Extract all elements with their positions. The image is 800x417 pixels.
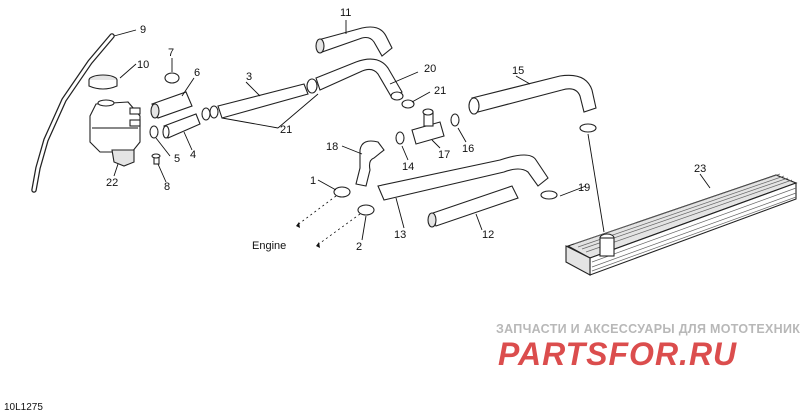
diagram-code: 10L1275 xyxy=(4,402,43,413)
engine-label: Engine xyxy=(252,240,286,252)
label-20: 20 xyxy=(424,63,436,75)
label-15: 15 xyxy=(512,65,524,77)
watermark-caption: ЗАПЧАСТИ И АКСЕССУАРЫ ДЛЯ МОТОТЕХНИКИ xyxy=(496,322,800,336)
label-8: 8 xyxy=(164,181,170,193)
part-4-short-hose xyxy=(163,113,201,139)
label-13: 13 xyxy=(394,229,406,241)
part-16-clamp xyxy=(450,113,460,127)
part-7-clamp xyxy=(164,72,180,84)
engine-connection-line-1 xyxy=(295,195,337,227)
label-11: 11 xyxy=(340,7,351,19)
part-5-clamp xyxy=(149,125,159,139)
label-14: 14 xyxy=(402,161,414,173)
part-15-hose xyxy=(471,74,597,113)
label-21-right: 21 xyxy=(434,85,446,97)
label-2: 2 xyxy=(356,241,362,253)
part-8-screw xyxy=(151,153,161,165)
part-2-clamp xyxy=(357,204,375,216)
label-21-left: 21 xyxy=(280,124,292,136)
label-9: 9 xyxy=(140,24,146,36)
label-23: 23 xyxy=(694,163,706,175)
part-19-clamp-upper xyxy=(579,123,597,133)
label-5: 5 xyxy=(174,153,180,165)
watermark-logo: PARTSFOR.RU xyxy=(498,336,738,372)
label-10: 10 xyxy=(137,59,149,71)
part-11-upper-hose xyxy=(317,26,393,57)
label-16: 16 xyxy=(462,143,474,155)
part-1-clamp xyxy=(333,186,351,198)
label-18: 18 xyxy=(326,141,338,153)
label-6: 6 xyxy=(194,67,200,79)
part-22-coolant-reservoir xyxy=(89,101,141,167)
part-21-clamp-right xyxy=(401,99,415,109)
part-14-clamp xyxy=(395,131,405,145)
part-10-reservoir-cap xyxy=(88,74,118,107)
part-20-hose xyxy=(315,58,403,99)
label-19: 19 xyxy=(578,182,590,194)
part-3-long-pipe xyxy=(217,83,309,119)
label-1: 1 xyxy=(310,175,316,187)
part-number-labels: 9 10 7 6 3 11 20 21 21 15 5 4 8 22 18 14… xyxy=(106,7,706,253)
part-13-long-hose xyxy=(377,154,549,201)
label-7: 7 xyxy=(168,47,174,59)
label-12: 12 xyxy=(482,229,494,241)
part-21-clamp-left xyxy=(201,107,211,121)
label-3: 3 xyxy=(246,71,252,83)
label-22: 22 xyxy=(106,177,118,189)
part-12-hose xyxy=(429,185,519,227)
leader-lines xyxy=(113,20,711,241)
label-17: 17 xyxy=(438,149,450,161)
part-19-clamp-lower xyxy=(540,190,558,200)
part-18-hose xyxy=(355,140,385,187)
engine-connection-line-2 xyxy=(315,213,361,247)
label-4: 4 xyxy=(190,149,196,161)
part-23-heat-exchanger xyxy=(565,173,798,276)
part-17-t-fitting xyxy=(411,108,445,145)
